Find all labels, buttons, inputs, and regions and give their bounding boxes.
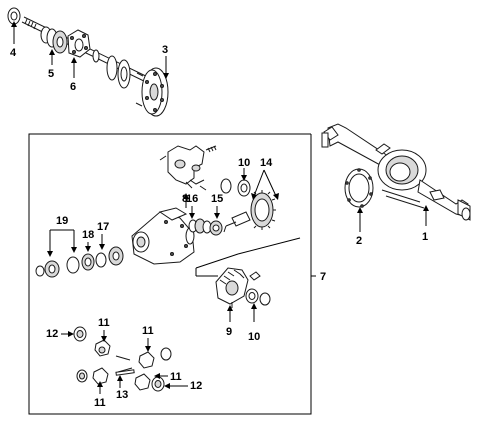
callout-11-a: 11 <box>98 317 110 342</box>
callout-5: 5 <box>48 49 55 80</box>
callout-14-label: 14 <box>260 157 273 169</box>
callout-15: 15 <box>211 193 223 219</box>
callout-4: 4 <box>10 21 17 59</box>
callout-10-lower: 10 <box>248 303 260 343</box>
housing-gasket <box>344 168 374 208</box>
callout-11-c-label: 11 <box>170 371 182 383</box>
callout-15-label: 15 <box>211 193 223 205</box>
callout-11-d-label: 11 <box>94 397 106 409</box>
callout-14: 14 <box>251 157 279 200</box>
callout-12-upper-label: 12 <box>46 328 58 340</box>
callout-5-label: 5 <box>48 68 54 80</box>
callout-9: 9 <box>226 305 233 338</box>
callout-2: 2 <box>356 207 363 247</box>
callout-1: 1 <box>422 205 429 243</box>
callout-4-label: 4 <box>10 47 17 59</box>
callout-8-label: 8 <box>182 193 188 205</box>
callout-12-lower: 12 <box>164 380 202 392</box>
callout-18: 18 <box>82 229 94 252</box>
callout-10-lower-label: 10 <box>248 331 260 343</box>
callout-1-label: 1 <box>422 231 428 243</box>
axle-housing <box>321 123 471 221</box>
callout-17-label: 17 <box>97 221 109 233</box>
washer-lower <box>245 271 271 306</box>
callout-2-label: 2 <box>356 235 362 247</box>
callout-13: 13 <box>116 375 128 401</box>
callout-9-label: 9 <box>226 326 232 338</box>
differential-group-frame: 7 <box>28 133 326 415</box>
callout-10-upper: 10 <box>238 157 250 181</box>
spider-gears <box>73 326 172 392</box>
callout-11-b-label: 11 <box>142 325 154 337</box>
pinion-bearing-parts <box>188 218 223 236</box>
callout-8: 8 <box>182 193 189 208</box>
callout-10-upper-label: 10 <box>238 157 250 169</box>
callout-18-label: 18 <box>82 229 94 241</box>
callout-19: 19 <box>47 215 77 257</box>
callout-13-label: 13 <box>116 389 128 401</box>
carrier-housing <box>131 207 195 265</box>
callout-17: 17 <box>97 221 109 250</box>
callout-16-label: 16 <box>186 193 198 205</box>
callout-12-lower-label: 12 <box>190 380 202 392</box>
callout-6-label: 6 <box>70 81 76 93</box>
callout-11-c: 11 <box>154 371 182 383</box>
callout-19-label: 19 <box>56 215 68 227</box>
washer-upper <box>220 178 251 197</box>
callout-16: 16 <box>186 193 198 219</box>
callout-7-label: 7 <box>320 271 326 283</box>
callout-11-b: 11 <box>142 325 154 352</box>
callout-12-upper: 12 <box>46 328 74 340</box>
ring-and-pinion-gear <box>223 190 276 233</box>
differential-case <box>215 267 249 308</box>
callout-11-a-label: 11 <box>98 317 110 329</box>
callout-6: 6 <box>70 57 77 93</box>
callout-3: 3 <box>162 44 169 79</box>
side-bearings-left <box>35 246 124 278</box>
callout-3-label: 3 <box>162 44 168 56</box>
bearing-cap <box>159 145 217 191</box>
callout-11-d: 11 <box>94 381 106 409</box>
axle-shaft-assembly <box>7 7 169 117</box>
